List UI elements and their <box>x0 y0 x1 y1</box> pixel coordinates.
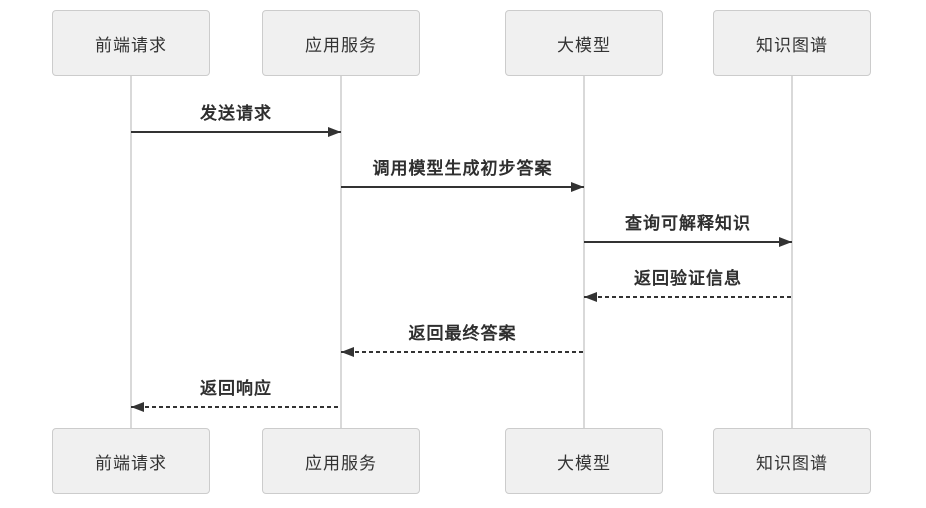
message-label: 返回最终答案 <box>408 324 517 343</box>
lifeline-frontend-request <box>130 76 132 428</box>
actor-bottom-application-service: 应用服务 <box>262 428 420 494</box>
actor-label: 大模型 <box>557 35 611 55</box>
lifeline-application-service <box>340 76 342 428</box>
actor-bottom-large-model: 大模型 <box>505 428 663 494</box>
actor-label: 知识图谱 <box>756 35 828 55</box>
arrowhead-right-icon <box>328 127 341 137</box>
arrowhead-left-icon <box>131 402 144 412</box>
arrow-line-dashed <box>584 296 792 298</box>
message-call-model-generate-draft-answer: 调用模型生成初步答案 <box>341 154 584 192</box>
actor-top-application-service: 应用服务 <box>262 10 420 76</box>
actor-label: 知识图谱 <box>756 453 828 473</box>
message-return-response: 返回响应 <box>131 374 341 412</box>
actor-label: 大模型 <box>557 453 611 473</box>
message-label: 返回验证信息 <box>634 269 742 288</box>
actor-label: 前端请求 <box>95 453 167 473</box>
message-label: 发送请求 <box>200 104 272 123</box>
actor-top-knowledge-graph: 知识图谱 <box>713 10 871 76</box>
actor-top-frontend-request: 前端请求 <box>52 10 210 76</box>
arrow-line <box>131 131 341 133</box>
actor-top-large-model: 大模型 <box>505 10 663 76</box>
message-send-request: 发送请求 <box>131 99 341 137</box>
message-label: 返回响应 <box>200 379 272 398</box>
message-return-final-answer: 返回最终答案 <box>341 319 584 357</box>
message-return-verification-info: 返回验证信息 <box>584 264 792 302</box>
arrowhead-right-icon <box>571 182 584 192</box>
arrow-line-dashed <box>341 351 584 353</box>
lifeline-large-model <box>583 76 585 428</box>
actor-label: 前端请求 <box>95 35 167 55</box>
actor-bottom-frontend-request: 前端请求 <box>52 428 210 494</box>
actor-label: 应用服务 <box>305 35 377 55</box>
message-label: 调用模型生成初步答案 <box>372 159 553 178</box>
arrowhead-left-icon <box>584 292 597 302</box>
actor-bottom-knowledge-graph: 知识图谱 <box>713 428 871 494</box>
arrow-line <box>584 241 792 243</box>
arrow-line-dashed <box>131 406 341 408</box>
message-query-explainable-knowledge: 查询可解释知识 <box>584 209 792 247</box>
arrowhead-left-icon <box>341 347 354 357</box>
actor-label: 应用服务 <box>305 453 377 473</box>
lifeline-knowledge-graph <box>791 76 793 428</box>
arrowhead-right-icon <box>779 237 792 247</box>
arrow-line <box>341 186 584 188</box>
message-label: 查询可解释知识 <box>625 214 751 233</box>
